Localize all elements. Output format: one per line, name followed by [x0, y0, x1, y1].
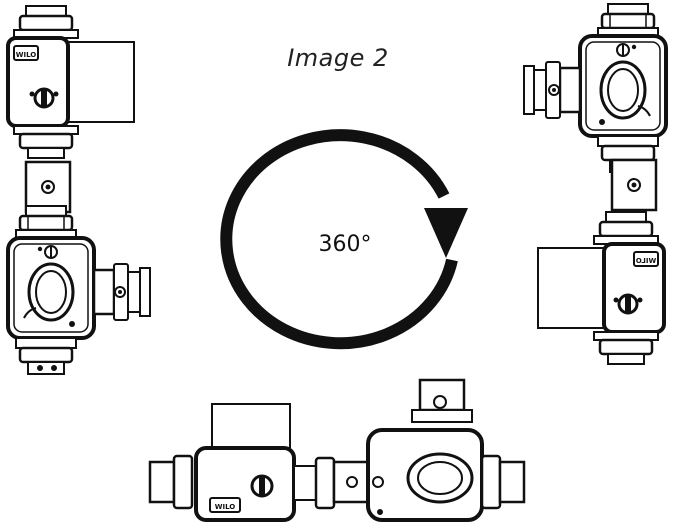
pump-motor-front [522, 2, 668, 174]
figure-caption: Image 2 [287, 44, 389, 72]
pipe-section [610, 158, 658, 212]
pipe-section [24, 160, 72, 214]
pump-motor-front [6, 204, 152, 376]
pump-assembly-right [522, 2, 668, 366]
pump-assembly-left [6, 4, 152, 376]
pump-with-terminal-box [6, 4, 136, 160]
rotation-arrow [220, 129, 468, 350]
svg-text:WILO: WILO [215, 503, 236, 511]
rotation-angle-label: 360° [318, 232, 372, 257]
pump-with-terminal-box [536, 210, 666, 366]
pump-assembly-bottom: WILO [148, 378, 526, 522]
